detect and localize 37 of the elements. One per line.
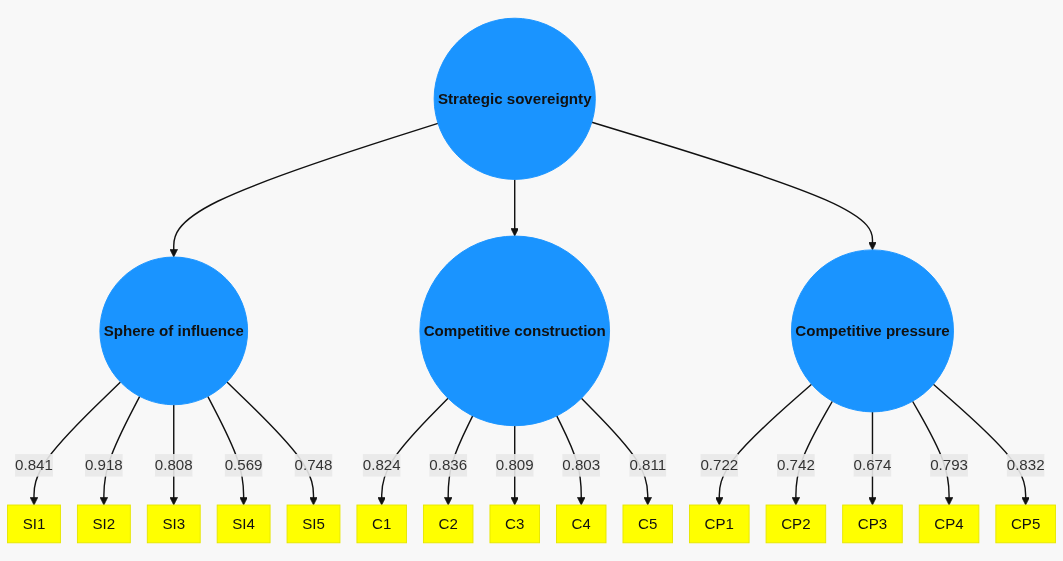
node-box: CP1: [689, 504, 750, 544]
edge-label: 0.742: [776, 456, 815, 473]
node-circle: Competitive pressure: [791, 249, 954, 413]
node-box: SI1: [7, 504, 61, 544]
edge-label: 0.808: [154, 456, 193, 473]
node-box: C1: [356, 504, 407, 544]
node-box: C4: [556, 504, 607, 544]
arrow: [169, 122, 439, 258]
node-box: CP5: [995, 504, 1056, 544]
edge-label: 0.824: [362, 456, 401, 473]
node-circle: Strategic sovereignty: [433, 17, 596, 180]
node-box: SI2: [76, 504, 131, 544]
node-box: CP4: [918, 504, 980, 544]
edge-label: 0.569: [224, 456, 263, 473]
edge-label: 0.836: [429, 456, 468, 473]
node-box: C2: [422, 504, 474, 544]
node-box: SI3: [146, 504, 201, 544]
node-box: SI5: [286, 504, 341, 544]
arrow: [591, 121, 877, 251]
edge-label: 0.748: [294, 456, 333, 473]
node-box: C5: [622, 504, 673, 544]
edge-label: 0.722: [700, 456, 739, 473]
edge-label: 0.674: [853, 456, 892, 473]
edge-label: 0.809: [495, 456, 534, 473]
edge-label: 0.793: [930, 456, 968, 473]
node-circle: Sphere of influence: [99, 256, 249, 406]
node-box: CP3: [842, 504, 903, 544]
edge-label: 0.832: [1006, 456, 1045, 473]
node-circle: Competitive construction: [419, 235, 611, 427]
edge-label: 0.811: [629, 456, 667, 473]
node-box: C3: [489, 504, 540, 544]
arrow: [510, 178, 519, 237]
edge-label: 0.918: [84, 456, 123, 473]
node-box: CP2: [765, 504, 827, 544]
node-box: SI4: [216, 504, 271, 544]
edge-label: 0.803: [562, 456, 601, 473]
edge-label: 0.841: [15, 456, 53, 473]
